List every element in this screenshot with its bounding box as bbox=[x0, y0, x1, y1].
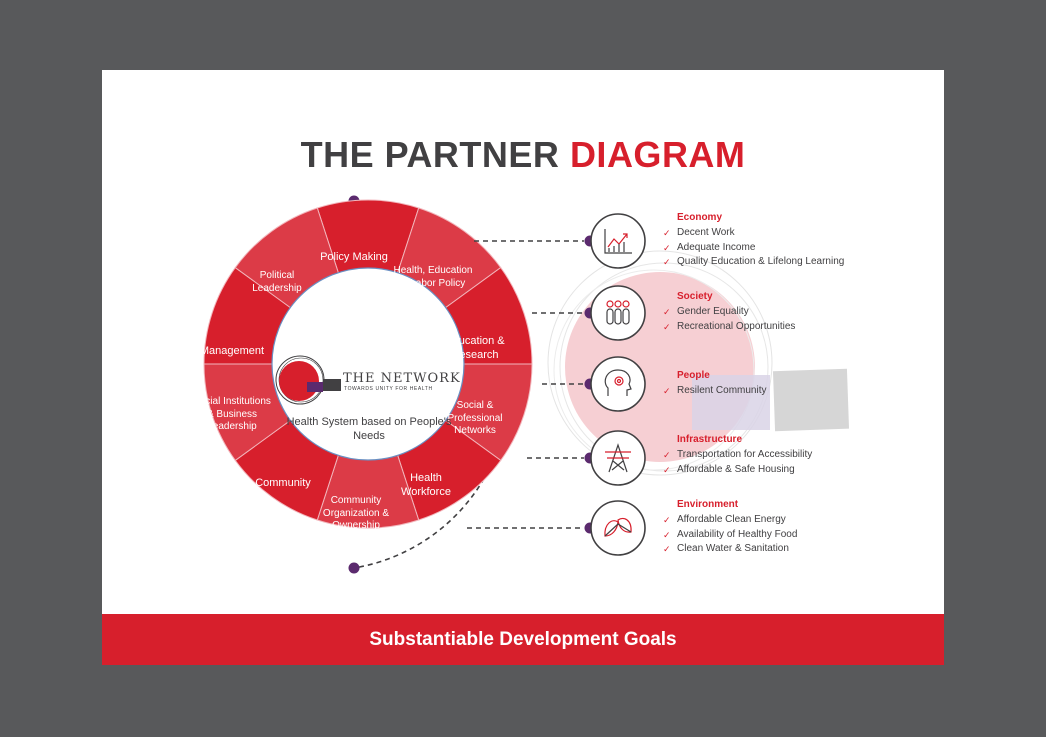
check-icon: ✓ bbox=[663, 464, 671, 475]
goal-economy: Economy ✓Decent Work ✓Adequate Income ✓Q… bbox=[663, 212, 844, 270]
logo-name: THE NETWORK bbox=[343, 371, 461, 386]
segment-label-political-leadership: Political Leadership bbox=[252, 270, 302, 294]
goal-environment: Environment ✓Affordable Clean Energy ✓Av… bbox=[663, 499, 797, 557]
logo-tagline: TOWARDS UNITY FOR HEALTH bbox=[344, 386, 433, 392]
chart-icon bbox=[604, 229, 632, 254]
segment-label-community-organization: Community Organization & Ownership bbox=[322, 495, 390, 531]
page-title: THE PARTNER DIAGRAM bbox=[102, 134, 944, 176]
check-icon: ✓ bbox=[663, 544, 671, 555]
check-icon: ✓ bbox=[663, 321, 671, 332]
leaf-icon bbox=[604, 517, 632, 537]
title-part-1: THE PARTNER bbox=[300, 134, 560, 175]
title-part-2: DIAGRAM bbox=[569, 134, 746, 175]
diagram-graphic bbox=[203, 195, 850, 574]
arc-end-dot bbox=[348, 562, 360, 574]
segment-label-community: Community bbox=[255, 477, 311, 489]
segment-label-management: Management bbox=[199, 345, 265, 357]
check-icon: ✓ bbox=[663, 257, 671, 268]
goal-item: ✓Decent Work bbox=[663, 226, 844, 241]
goal-item: ✓Affordable & Safe Housing bbox=[663, 463, 812, 478]
people-icon bbox=[606, 300, 630, 325]
goal-item: ✓Affordable Clean Energy bbox=[663, 513, 797, 528]
background-ring bbox=[559, 262, 769, 472]
goal-item: ✓Resilent Community bbox=[663, 384, 766, 399]
background-ring bbox=[547, 250, 773, 476]
logo-purple-block bbox=[307, 382, 323, 392]
diagram-card: THE PARTNER DIAGRAM Policy Making Health… bbox=[102, 70, 944, 665]
goal-title: Society bbox=[677, 291, 713, 302]
segment-label-health-workforce: Health Workforce bbox=[401, 472, 451, 498]
goal-people: People ✓Resilent Community bbox=[663, 370, 766, 399]
check-icon: ✓ bbox=[663, 307, 671, 317]
goal-icon-circle bbox=[590, 285, 646, 341]
goal-infrastructure: Infrastructure ✓Transportation for Acces… bbox=[663, 434, 812, 478]
segment-label-social-institutions: Social Institutions & Business Leadershi… bbox=[193, 396, 271, 432]
check-icon: ✓ bbox=[663, 529, 671, 540]
goal-item: ✓Gender Equality bbox=[663, 305, 795, 320]
logo-dark-block bbox=[323, 379, 341, 391]
goal-title: People bbox=[677, 370, 710, 381]
goal-icon-circle bbox=[590, 213, 646, 269]
check-icon: ✓ bbox=[663, 515, 671, 525]
goal-title: Infrastructure bbox=[677, 434, 743, 445]
goal-item: ✓Quality Education & Lifelong Learning bbox=[663, 255, 844, 270]
background-patch bbox=[692, 375, 770, 430]
segment-label-policy-making: Policy Making bbox=[320, 251, 388, 263]
goal-icon-circle bbox=[590, 500, 646, 556]
goal-item: ✓Recreational Opportunities bbox=[663, 320, 795, 335]
goal-item: ✓Adequate Income bbox=[663, 241, 844, 256]
goal-connectors bbox=[467, 213, 646, 556]
background-ring bbox=[553, 269, 755, 471]
check-icon: ✓ bbox=[663, 386, 671, 396]
goal-society: Society ✓Gender Equality ✓Recreational O… bbox=[663, 291, 795, 335]
check-icon: ✓ bbox=[663, 228, 671, 238]
segment-label-health-education-labor: Health, Education & Labor Policy bbox=[393, 265, 473, 289]
segment-label-education-research: Education & Research bbox=[445, 335, 505, 361]
check-icon: ✓ bbox=[663, 242, 671, 253]
goal-icon-circle bbox=[590, 356, 646, 412]
footer-text: Substantiable Development Goals bbox=[369, 629, 677, 650]
head-gear-icon bbox=[604, 369, 632, 396]
goal-item: ✓Transportation for Accessibility bbox=[663, 448, 812, 463]
goal-title: Environment bbox=[677, 499, 739, 510]
wheel-center bbox=[271, 267, 465, 461]
logo-red-dot bbox=[279, 361, 319, 401]
background-patch bbox=[772, 368, 850, 432]
goal-item: ✓Clean Water & Sanitation bbox=[663, 542, 797, 557]
footer-banner: Substantiable Development Goals bbox=[102, 614, 944, 665]
goal-item: ✓Availability of Healthy Food bbox=[663, 528, 797, 543]
check-icon: ✓ bbox=[663, 450, 671, 460]
goal-title: Economy bbox=[677, 212, 723, 223]
wheel-center-text: Health System based on People's Needs bbox=[286, 416, 452, 442]
segment-label-social-professional-networks: Social & Professional Networks bbox=[447, 400, 503, 436]
tower-icon bbox=[605, 443, 631, 473]
